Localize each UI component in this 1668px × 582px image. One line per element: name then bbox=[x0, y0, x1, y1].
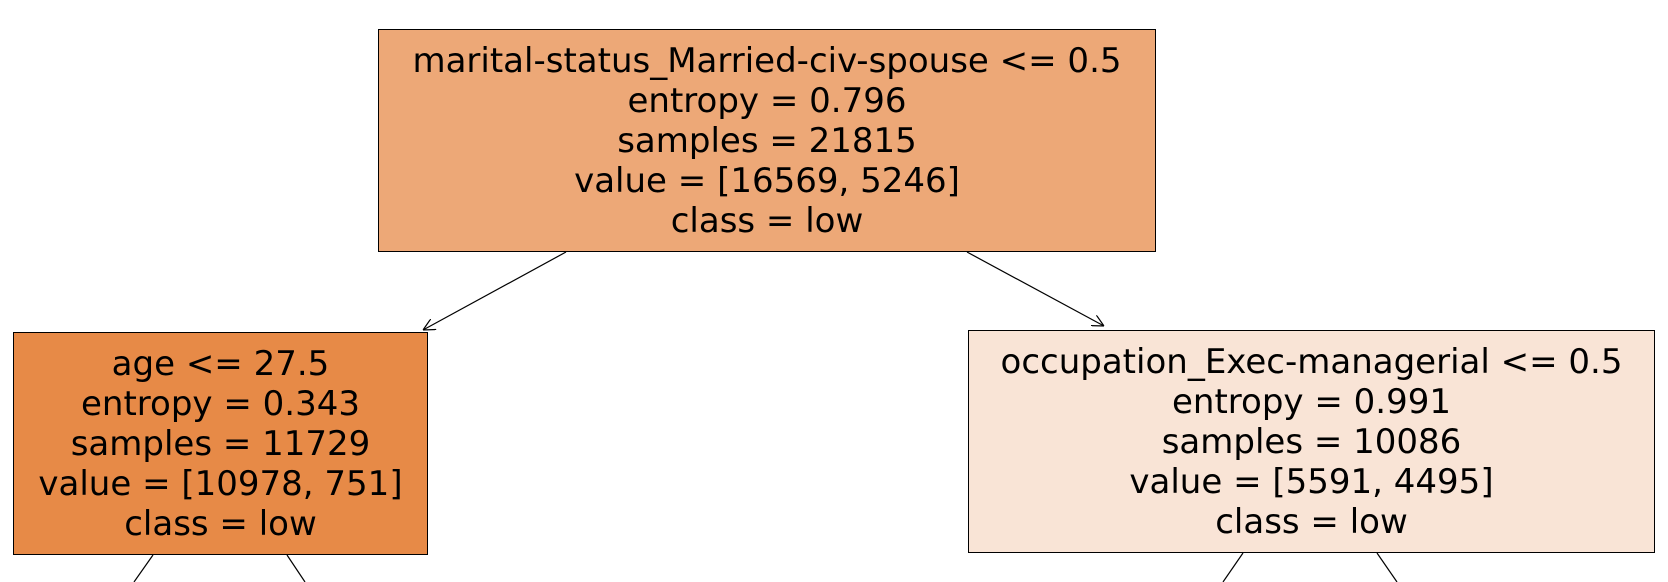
node-split-label: age <= 27.5 bbox=[111, 343, 330, 384]
node-split-label: occupation_Exec-managerial <= 0.5 bbox=[1000, 341, 1623, 382]
node-class: class = low bbox=[1215, 501, 1408, 542]
edge-root-to-left bbox=[423, 251, 567, 330]
node-value: value = [5591, 4495] bbox=[1129, 461, 1494, 502]
node-value: value = [16569, 5246] bbox=[574, 160, 960, 201]
edge-right-child-a bbox=[1222, 552, 1244, 582]
node-value: value = [10978, 751] bbox=[38, 463, 403, 504]
node-entropy: entropy = 0.343 bbox=[81, 383, 360, 424]
tree-node-root: marital-status_Married-civ-spouse <= 0.5… bbox=[378, 29, 1156, 252]
edge-root-to-right bbox=[966, 251, 1104, 326]
node-samples: samples = 10086 bbox=[1161, 421, 1462, 462]
edge-right-child-b bbox=[1376, 552, 1398, 582]
node-samples: samples = 21815 bbox=[617, 120, 917, 161]
node-class: class = low bbox=[124, 503, 317, 544]
node-entropy: entropy = 0.991 bbox=[1172, 381, 1451, 422]
node-entropy: entropy = 0.796 bbox=[627, 80, 907, 121]
edge-left-child-b bbox=[286, 554, 306, 582]
tree-node-right: occupation_Exec-managerial <= 0.5 entrop… bbox=[968, 330, 1655, 553]
tree-node-left: age <= 27.5 entropy = 0.343 samples = 11… bbox=[13, 332, 428, 555]
node-class: class = low bbox=[670, 200, 864, 241]
node-split-label: marital-status_Married-civ-spouse <= 0.5 bbox=[412, 40, 1122, 81]
node-samples: samples = 11729 bbox=[70, 423, 371, 464]
edge-left-child-a bbox=[133, 554, 154, 582]
